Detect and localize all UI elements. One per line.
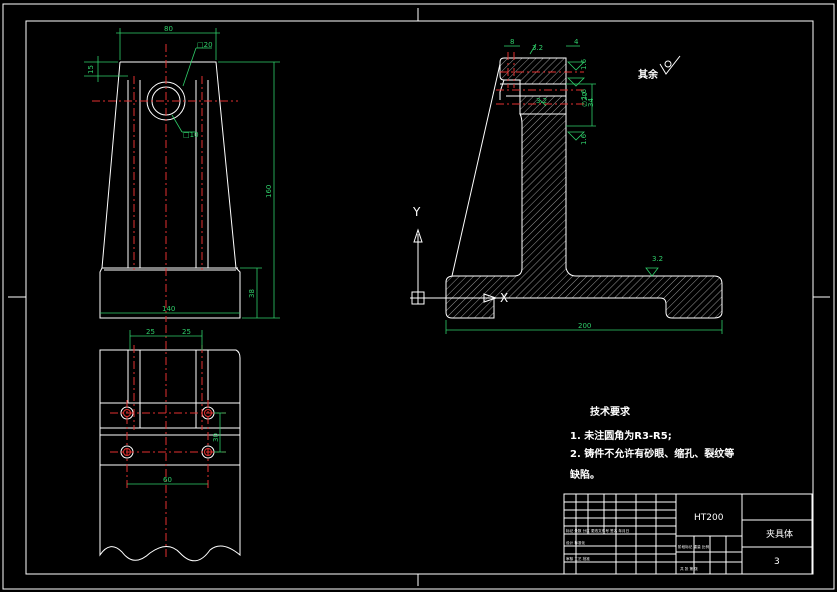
sheet-border: [2, 3, 835, 590]
title-block-row-e: 共 张 第 张: [680, 566, 698, 571]
tech-notes-line2: 2. 铸件不允许有砂眼、缩孔、裂纹等: [570, 447, 734, 460]
tech-notes-title: 技术要求: [590, 405, 631, 418]
dim-top-offset-left: 25: [146, 328, 155, 336]
dim-front-left-offset: 15: [87, 65, 95, 74]
tech-notes-line3: 缺陷。: [569, 468, 600, 481]
y-axis-label: Y: [412, 205, 421, 219]
title-block-material: HT200: [694, 513, 724, 523]
title-block-row-a: 标记 处数 分区 更改文件号 签名 年月日: [566, 528, 629, 533]
dim-front-bottom-width: 140: [162, 305, 175, 313]
title-block-part-name: 夹具体: [766, 528, 793, 540]
title-block-row-b: 设计 标准化: [566, 540, 586, 545]
dim-side-base-width: 200: [578, 322, 591, 330]
dim-front-height: 160: [265, 185, 273, 198]
roughness-side-top: 3.2: [532, 44, 543, 52]
roughness-side-d: 3.2: [536, 97, 547, 105]
dim-front-inner: □10: [183, 131, 199, 139]
top-view: 25 25 30 60: [99, 325, 241, 562]
tech-notes-line1: 1. 未注圆角为R3-R5;: [570, 429, 672, 442]
roughness-side-c: 1.6: [580, 133, 588, 145]
dim-side-hole: ∅20: [581, 92, 589, 107]
dim-front-top-width: 80: [164, 25, 173, 33]
title-block: HT200 夹具体 3 标记 处数 分区 更改文件号 签名 年月日 设计 标准化…: [563, 493, 813, 575]
tech-notes: 技术要求 1. 未注圆角为R3-R5; 2. 铸件不允许有砂眼、缩孔、裂纹等 缺…: [569, 405, 734, 481]
roughness-side-e: 3.2: [652, 255, 663, 263]
side-section-view: Y X 8 3.2 4 1.6 1.6 ∅20 34 1.6 3.2 3.2 2…: [410, 38, 723, 334]
dim-side-top-left: 8: [510, 38, 514, 46]
dim-top-bottom-width: 60: [163, 476, 172, 484]
x-axis-label: X: [500, 291, 508, 305]
roughness-side-a: 1.6: [580, 58, 588, 70]
dim-side-hole-span: 34: [587, 98, 595, 107]
roughness-side-b: 1.6: [580, 88, 588, 100]
front-view: 80 □20 15 □10 160 38 140: [84, 25, 280, 322]
dim-top-offset-right: 25: [182, 328, 191, 336]
dim-top-hole-spacing: 30: [212, 433, 220, 442]
dim-side-top-right: 4: [574, 38, 579, 46]
title-block-row-c: 阶段标记 重量 比例: [678, 544, 709, 549]
title-block-row-d: 审核 工艺 批准: [566, 556, 590, 561]
dim-front-hole-size: □20: [197, 41, 213, 49]
surface-note: 其余: [638, 68, 659, 81]
title-block-sheet-no: 3: [774, 557, 780, 567]
dim-front-base-height: 38: [248, 289, 256, 298]
